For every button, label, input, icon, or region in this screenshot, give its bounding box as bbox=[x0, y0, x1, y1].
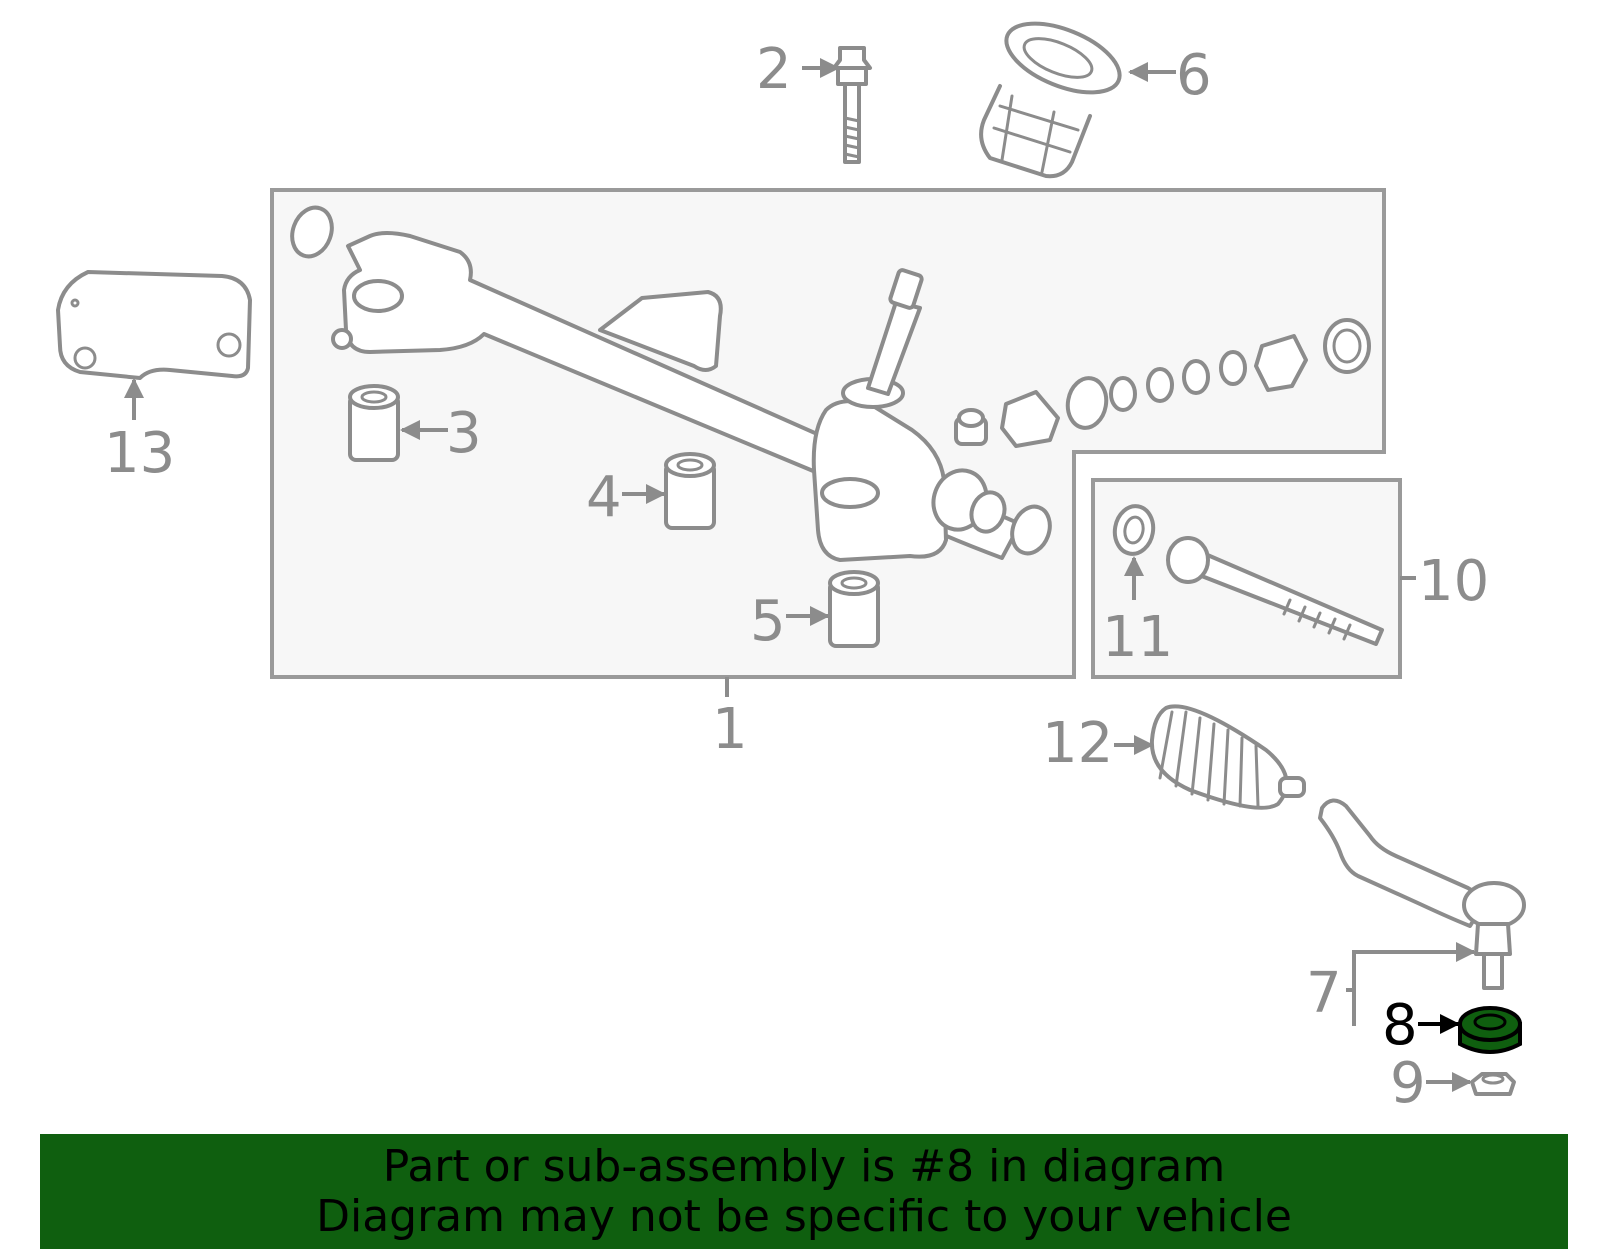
heat-shield-part-13 bbox=[56, 270, 252, 380]
callout-5: 5 bbox=[750, 589, 786, 654]
steering-gear-housing-part-1 bbox=[290, 205, 1052, 562]
callout-8: 8 bbox=[1382, 993, 1418, 1058]
callout-10: 10 bbox=[1418, 549, 1489, 614]
callout-7: 7 bbox=[1306, 961, 1342, 1026]
callout-6: 6 bbox=[1176, 43, 1212, 108]
nut-part-9 bbox=[1470, 1072, 1516, 1096]
bushing-part-5 bbox=[828, 570, 880, 648]
callout-13: 13 bbox=[104, 421, 175, 486]
info-banner: Part or sub-assembly is #8 in diagram Di… bbox=[40, 1134, 1568, 1249]
leader-lines bbox=[124, 58, 1476, 1092]
bushing-part-4 bbox=[664, 452, 716, 530]
callout-2: 2 bbox=[756, 37, 792, 102]
dust-seal-part-8 bbox=[1458, 1006, 1522, 1054]
bushing-part-3 bbox=[348, 384, 400, 462]
banner-line-disclaimer: Diagram may not be specific to your vehi… bbox=[316, 1190, 1292, 1242]
callout-9: 9 bbox=[1390, 1051, 1426, 1116]
bolt-part-2 bbox=[832, 46, 872, 164]
tie-rod-end-part-7 bbox=[1318, 798, 1526, 990]
banner-line-part-info: Part or sub-assembly is #8 in diagram bbox=[382, 1140, 1226, 1192]
rack-end-seals bbox=[954, 318, 1371, 448]
callout-12: 12 bbox=[1042, 711, 1113, 776]
callout-1: 1 bbox=[712, 697, 748, 762]
boot-part-6 bbox=[979, 21, 1122, 179]
bellows-boot-part-12 bbox=[1149, 704, 1306, 810]
inner-tie-rod-part-10 bbox=[1166, 536, 1384, 646]
callout-3: 3 bbox=[446, 401, 482, 466]
callout-4: 4 bbox=[586, 465, 622, 530]
callout-11: 11 bbox=[1102, 605, 1173, 670]
washer-part-11 bbox=[1112, 504, 1156, 556]
